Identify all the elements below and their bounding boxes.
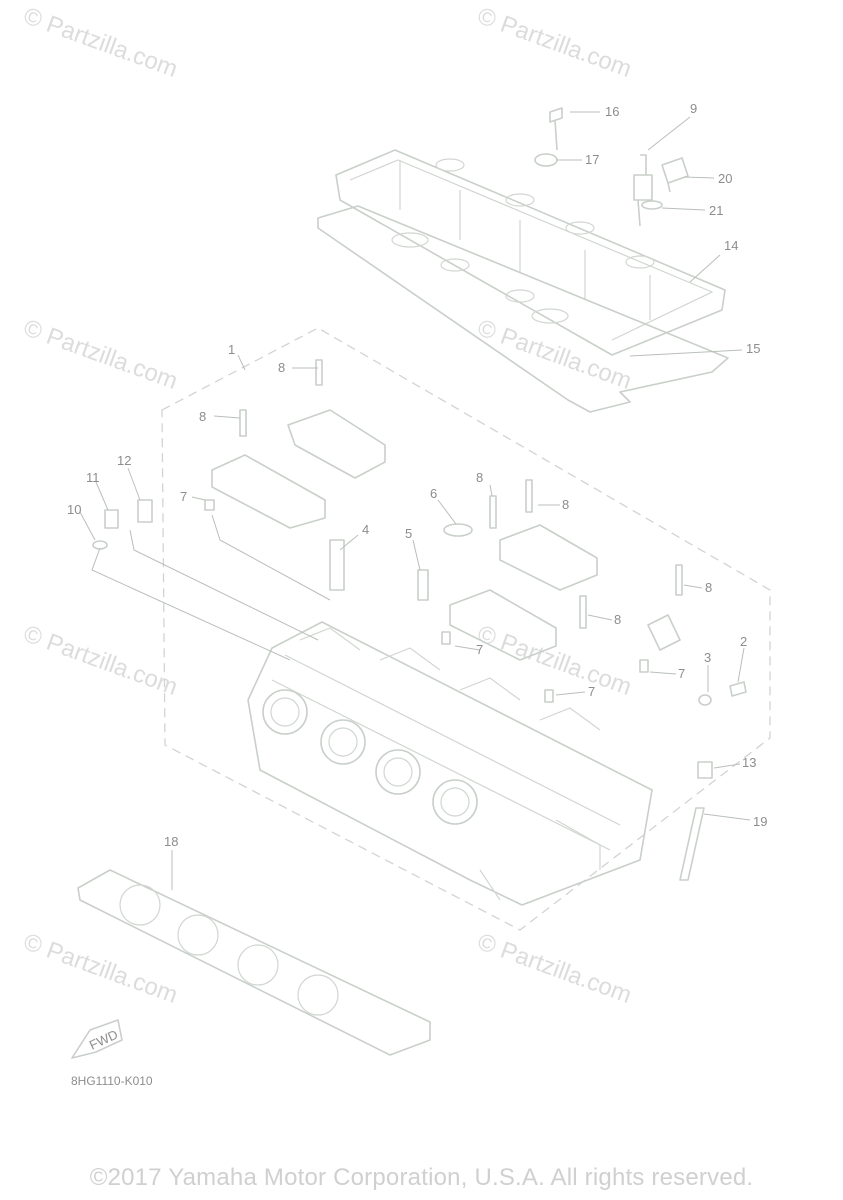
watermarks: © Partzilla.com © Partzilla.com © Partzi… bbox=[20, 2, 635, 1009]
callout-18: 18 bbox=[164, 834, 178, 849]
callout-8: 8 bbox=[278, 360, 285, 375]
callout-4: 4 bbox=[362, 522, 369, 537]
callout-8: 8 bbox=[476, 470, 483, 485]
callout-2: 2 bbox=[740, 634, 747, 649]
callout-8: 8 bbox=[562, 497, 569, 512]
watermark: © Partzilla.com bbox=[20, 2, 181, 83]
callout-16: 16 bbox=[605, 104, 619, 119]
fwd-arrow-icon: FWD bbox=[71, 1019, 123, 1059]
callout-3: 3 bbox=[704, 650, 711, 665]
copyright-notice: ©2017 Yamaha Motor Corporation, U.S.A. A… bbox=[89, 1164, 754, 1191]
callout-5: 5 bbox=[405, 526, 412, 541]
small-parts bbox=[92, 359, 747, 881]
camshaft-caps bbox=[211, 409, 681, 661]
assembly-boundary bbox=[161, 327, 771, 931]
watermark: © Partzilla.com bbox=[474, 2, 635, 83]
callout-15: 15 bbox=[746, 341, 760, 356]
leader-lines bbox=[79, 111, 751, 890]
diagram-code: 8HG1110-K010 bbox=[71, 1074, 153, 1088]
callout-14: 14 bbox=[724, 238, 738, 253]
callout-17: 17 bbox=[585, 152, 599, 167]
callout-7: 7 bbox=[476, 642, 483, 657]
callouts: 16 17 9 20 21 14 15 1 8 8 12 11 10 7 6 8… bbox=[67, 101, 767, 849]
callout-8: 8 bbox=[614, 612, 621, 627]
callout-10: 10 bbox=[67, 502, 81, 517]
callout-11: 11 bbox=[86, 470, 100, 485]
callout-8: 8 bbox=[705, 580, 712, 595]
small-parts-top bbox=[534, 107, 689, 227]
callout-9: 9 bbox=[690, 101, 697, 116]
watermark: © Partzilla.com bbox=[20, 928, 181, 1009]
callout-19: 19 bbox=[753, 814, 767, 829]
watermark: © Partzilla.com bbox=[474, 928, 635, 1009]
valve-cover bbox=[335, 149, 726, 356]
callout-7: 7 bbox=[678, 666, 685, 681]
callout-6: 6 bbox=[430, 486, 437, 501]
watermark: © Partzilla.com bbox=[20, 620, 181, 701]
watermark: © Partzilla.com bbox=[474, 620, 635, 701]
watermark: © Partzilla.com bbox=[20, 314, 181, 395]
valve-cover-gasket bbox=[317, 205, 729, 413]
callout-12: 12 bbox=[117, 453, 131, 468]
callout-8: 8 bbox=[199, 409, 206, 424]
callout-21: 21 bbox=[709, 203, 723, 218]
callout-1: 1 bbox=[228, 342, 235, 357]
callout-7: 7 bbox=[588, 684, 595, 699]
callout-13: 13 bbox=[742, 755, 756, 770]
head-gasket bbox=[77, 869, 431, 1056]
cylinder-head bbox=[247, 621, 653, 906]
callout-20: 20 bbox=[718, 171, 732, 186]
callout-7: 7 bbox=[180, 489, 187, 504]
